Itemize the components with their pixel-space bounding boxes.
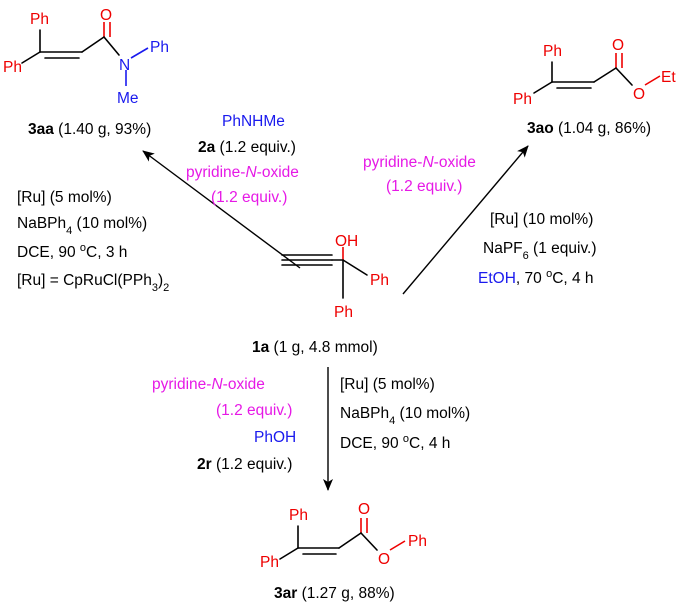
solvent-temperature: DCE, 90 oC, 4 h (340, 433, 450, 452)
nitrogen-label: N (119, 57, 130, 74)
ph-label: Ph (260, 554, 279, 571)
ph-label: Ph (30, 11, 49, 28)
hydroxyl-label: OH (335, 233, 358, 250)
product-3aa-label: 3aa (1.40 g, 93%) (28, 121, 151, 138)
ph-label: Ph (334, 304, 353, 321)
oxygen-label: O (358, 501, 370, 518)
solvent-temperature: DCE, 90 oC, 3 h (17, 242, 127, 261)
ester-oxygen-label: O (633, 86, 645, 103)
phenol-reagent: PhOH (254, 429, 296, 446)
product-3ar-structure (279, 518, 406, 560)
additive-label: NaBPh4 (10 mol%) (17, 215, 147, 237)
ph-label: Ph (3, 59, 22, 76)
ph-label: Ph (370, 272, 389, 289)
product-3ao-label: 3ao (1.04 g, 86%) (527, 120, 651, 137)
ruthenium-definition: [Ru] = CpRuCl(PPh3)2 (17, 272, 169, 294)
oxidant-label: pyridine-N-oxide (186, 164, 299, 181)
ph-label: Ph (150, 39, 169, 56)
oxidant-label: pyridine-N-oxide (363, 154, 476, 171)
product-3ar-label: 3ar (1.27 g, 88%) (274, 585, 395, 602)
arrow-to-3ao (402, 145, 529, 295)
product-3ao-structure (533, 53, 661, 94)
catalyst-loading: [Ru] (5 mol%) (340, 376, 435, 393)
arrow-to-3aa (142, 150, 301, 269)
ph-label: Ph (513, 91, 532, 108)
oxidant-amount: (1.2 equiv.) (216, 402, 292, 419)
starting-material-1a-structure (281, 247, 368, 299)
ester-oxygen-label: O (378, 551, 390, 568)
catalyst-loading: [Ru] (5 mol%) (17, 189, 112, 206)
product-3aa-structure (21, 22, 149, 86)
solvent-temperature: EtOH, 70 oC, 4 h (478, 268, 594, 287)
oxidant-label: pyridine-N-oxide (152, 376, 265, 393)
ph-label: Ph (408, 533, 427, 550)
methyl-label: Me (117, 90, 139, 107)
oxygen-label: O (100, 7, 112, 24)
oxygen-label: O (612, 37, 624, 54)
ph-label: Ph (289, 507, 308, 524)
phenol-reagent-amount: 2r (1.2 equiv.) (197, 456, 292, 473)
ph-label: Ph (543, 43, 562, 60)
oxidant-amount: (1.2 equiv.) (386, 178, 462, 195)
oxidant-amount: (1.2 equiv.) (211, 189, 287, 206)
additive-label: NaBPh4 (10 mol%) (340, 405, 470, 427)
ethyl-label: Et (661, 69, 676, 86)
amine-reagent: PhNHMe (222, 113, 285, 130)
starting-material-1a-label: 1a (1 g, 4.8 mmol) (252, 339, 378, 356)
amine-reagent-amount: 2a (1.2 equiv.) (198, 139, 296, 156)
additive-label: NaPF6 (1 equiv.) (483, 240, 597, 262)
catalyst-loading: [Ru] (10 mol%) (490, 211, 593, 228)
